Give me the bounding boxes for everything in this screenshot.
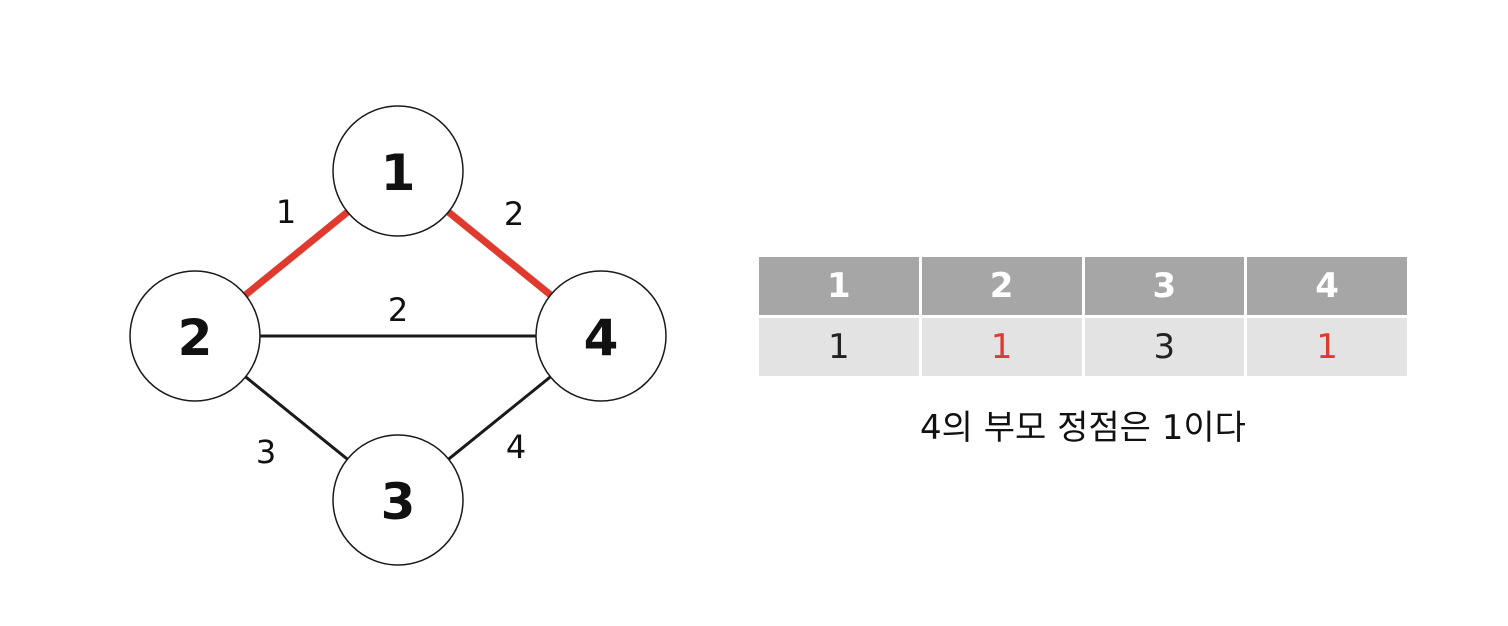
- edge-weight-label: 4: [506, 428, 526, 466]
- caption: 4의 부모 정점은 1이다: [920, 408, 1246, 448]
- table-value-cell: 3: [1081, 316, 1248, 376]
- table-value-cell: 1: [1244, 316, 1410, 376]
- node-circle: [535, 270, 667, 402]
- table-value-cell: 1: [918, 316, 1085, 376]
- edge-1-4-highlighted: [446, 209, 553, 298]
- table-header-cell: 2: [918, 257, 1085, 318]
- table-header-row: 1 2 3 4: [756, 257, 1410, 318]
- edge-1-2-highlighted: [243, 209, 350, 298]
- edge-3-4: [447, 375, 552, 461]
- graph-node-4: 4: [535, 270, 667, 402]
- edge-2-3: [244, 375, 349, 461]
- table-header-cell: 4: [1244, 257, 1410, 318]
- table-header-cell: 3: [1081, 257, 1248, 318]
- table-value-cell: 1: [756, 316, 922, 376]
- node-label: 4: [584, 309, 619, 367]
- graph-node-2: 2: [129, 270, 261, 402]
- graph-diagram: 1 2 3 4 1 2 2 3 4: [129, 105, 667, 566]
- node-circle: [129, 270, 261, 402]
- node-label: 3: [381, 473, 416, 531]
- graph-node-3: 3: [332, 434, 464, 566]
- table-value-row: 1 1 3 1: [756, 316, 1410, 376]
- parent-table: 1 2 3 4 1 1 3 1: [756, 257, 1410, 376]
- graph-node-1: 1: [332, 105, 464, 237]
- node-label: 2: [178, 309, 213, 367]
- table-header-cell: 1: [756, 257, 922, 318]
- edge-weight-label: 3: [256, 433, 276, 471]
- node-label: 1: [381, 144, 416, 202]
- node-circle: [332, 434, 464, 566]
- edge-weight-label: 2: [388, 291, 408, 329]
- node-circle: [332, 105, 464, 237]
- edge-weight-label: 2: [504, 195, 524, 233]
- edge-weight-label: 1: [276, 193, 296, 231]
